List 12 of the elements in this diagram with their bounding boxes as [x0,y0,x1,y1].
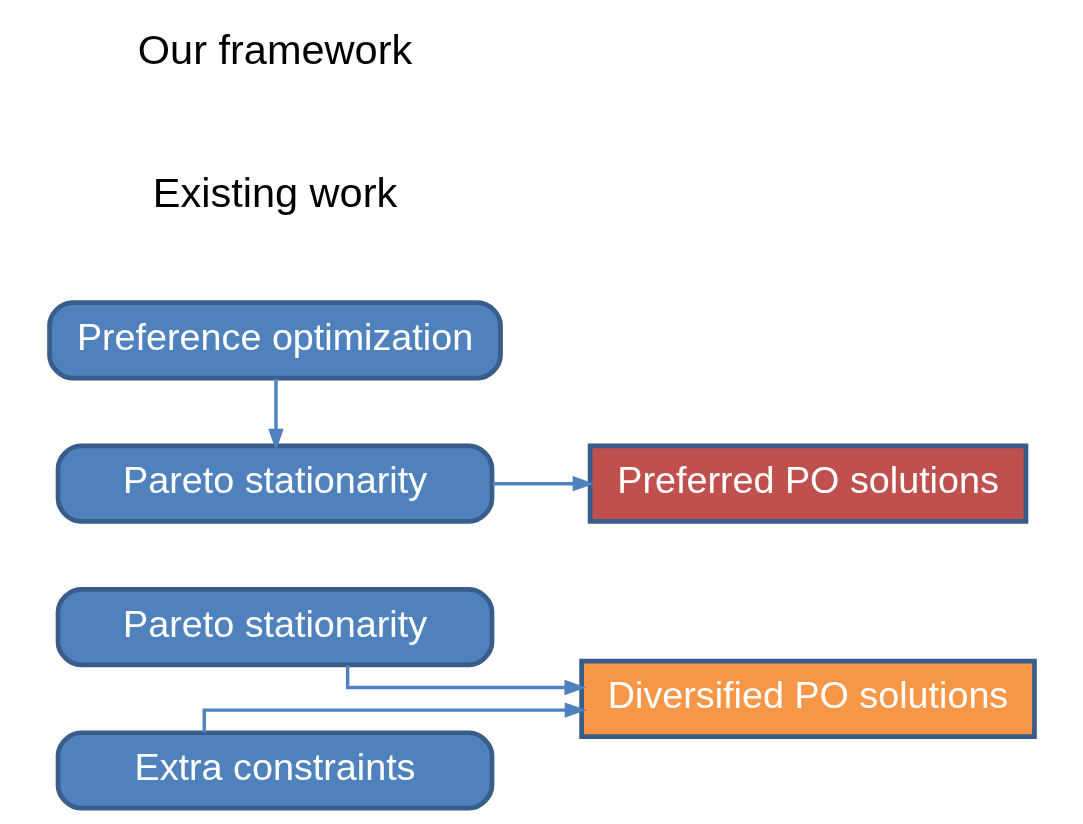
label: Our framework [137,26,412,74]
arrow [202,702,587,733]
node-box: Diversified PO solutions [578,658,1037,739]
node-box: Preference optimization [46,300,503,381]
arrow [267,378,284,451]
arrow [492,476,595,492]
node-box: Preferred PO solutions [587,443,1028,524]
node-box: Extra constraints [55,730,494,811]
label: Existing work [152,169,397,217]
node-box: Pareto stationarity [55,443,494,524]
arrow [345,665,586,696]
node-box: Pareto stationarity [55,587,494,668]
